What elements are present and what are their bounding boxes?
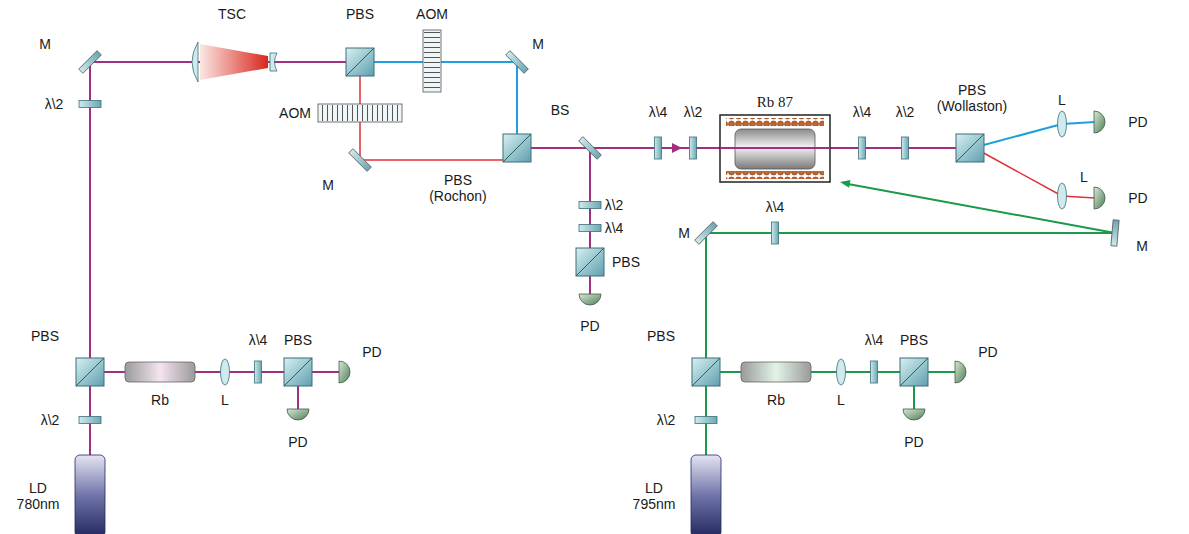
photodiode [287,409,309,420]
photodiode [955,361,966,383]
lens [1058,111,1067,137]
component-label: PBS [284,332,312,348]
half-wave-plate [902,137,909,159]
component-label: M [678,225,690,241]
component-label: AOM [279,105,311,121]
laser-diode [691,455,721,534]
component-label: λ\2 [605,197,624,213]
photodiode [1094,187,1105,209]
component-label: L [1080,169,1088,185]
mirror [506,51,529,74]
component-label: PBS (Rochon) [423,172,493,204]
photodiode [903,409,925,420]
component-label: L [1058,92,1066,108]
lens [1058,183,1067,209]
quarter-wave-plate [655,137,662,159]
rochon-prism [503,134,531,162]
component-label: PD [288,434,307,450]
quarter-wave-plate [871,361,878,383]
component-label: PBS [900,332,928,348]
component-label: λ\2 [657,412,676,428]
tapered-amplifier [192,42,277,82]
photodiode [1094,111,1105,133]
mirror [1111,220,1119,246]
polarizing-beam-splitter [692,358,720,386]
lens [221,359,230,385]
component-label: BS [551,102,570,118]
polarizing-beam-splitter [284,358,312,386]
beam-arrowhead [840,180,851,188]
polarizing-beam-splitter [576,248,604,276]
component-label: PD [978,344,997,360]
component-label: AOM [416,6,448,22]
component-label: λ\2 [896,104,915,120]
photodiode [579,294,601,305]
polarizing-beam-splitter [76,358,104,386]
rb-reference-cell [741,362,811,382]
wollaston-prism [956,134,984,162]
laser-diode [75,455,105,534]
quarter-wave-plate [255,361,262,383]
component-label: PBS [31,328,59,344]
half-wave-plate [695,417,717,424]
component-label: M [1136,238,1148,254]
beam-splitter [579,137,602,160]
component-label: λ\4 [853,104,872,120]
component-label: λ\4 [605,220,624,236]
component-label: PD [904,434,923,450]
lens [837,359,846,385]
laser-beam [980,122,1095,146]
component-label: PBS (Wollaston) [927,82,1017,114]
half-wave-plate [579,202,601,209]
component-label: Rb [767,392,785,408]
mirror [79,51,102,74]
component-label: LD 795nm [628,480,680,512]
laser-beam [980,151,1095,198]
component-label: λ\2 [45,96,64,112]
rb87-vapor-cell [720,115,830,182]
component-label: PD [580,318,599,334]
component-label: M [532,36,544,52]
component-label: TSC [218,6,246,22]
mirror [695,222,718,245]
component-label: λ\4 [649,104,668,120]
acousto-optic-modulator [318,104,402,122]
half-wave-plate [690,137,697,159]
component-label: Rb [151,392,169,408]
component-label: PD [362,344,381,360]
component-label: λ\2 [684,104,703,120]
component-label: λ\4 [865,332,884,348]
photodiode [339,361,350,383]
component-label: PD [1128,114,1147,130]
laser-beam [90,62,353,455]
half-wave-plate [79,417,101,424]
component-label: PBS [647,328,675,344]
polarizing-beam-splitter [346,48,374,76]
component-label: λ\2 [41,412,60,428]
beam-arrowhead [672,143,682,153]
component-label: M [322,177,334,193]
half-wave-plate [79,101,101,108]
component-label: PBS [346,6,374,22]
component-label: LD 780nm [12,480,64,512]
component-label: L [221,392,229,408]
component-label: PBS [612,254,640,270]
component-label: λ\4 [766,199,785,215]
component-label: M [39,36,51,52]
component-label: Rb 87 [757,94,793,110]
component-label: L [837,392,845,408]
quarter-wave-plate [859,137,866,159]
rb-reference-cell [125,362,195,382]
laser-beam [706,184,1115,455]
quarter-wave-plate [579,225,601,232]
component-label: PD [1128,190,1147,206]
acousto-optic-modulator [423,30,441,92]
component-label: λ\4 [249,332,268,348]
mirror [349,149,372,172]
polarizing-beam-splitter [900,358,928,386]
quarter-wave-plate [772,222,779,244]
